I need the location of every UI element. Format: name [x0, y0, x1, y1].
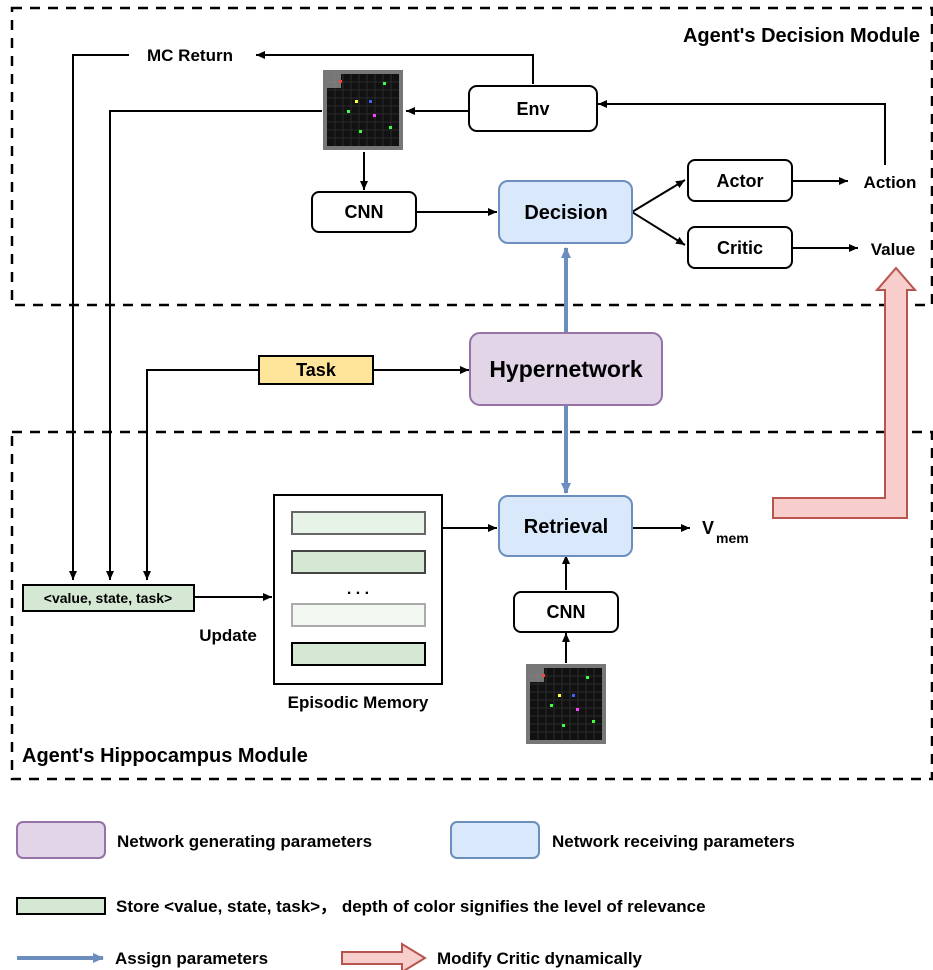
legend: Network generating parameters Network re…: [16, 821, 795, 970]
hippocampus-module-border: [10, 430, 933, 781]
cnn-top-node: CNN: [311, 191, 417, 233]
actor-label: Actor: [716, 171, 763, 191]
update-label: Update: [199, 626, 257, 645]
legend-generating-swatch: [16, 821, 106, 859]
memory-ellipsis: . . .: [347, 581, 369, 598]
value-label: Value: [871, 240, 915, 259]
env-node: Env: [468, 85, 598, 132]
modify-critic-arrow: [772, 266, 918, 519]
critic-label: Critic: [717, 238, 763, 258]
hypernetwork-node: Hypernetwork: [469, 332, 663, 406]
task-label: Task: [296, 360, 337, 380]
legend-modify-arrow: [341, 942, 427, 970]
action-label: Action: [864, 173, 917, 192]
edge-mcreturn-to-tuple: [69, 54, 129, 580]
legend-store-text: Store <value, state, task>， depth of col…: [116, 897, 706, 916]
memory-slot-1: [291, 511, 426, 535]
mc-return-label: MC Return: [147, 46, 233, 65]
legend-generating-text: Network generating parameters: [117, 832, 372, 851]
tuple-node: <value, state, task>: [22, 584, 195, 612]
legend-modify-text: Modify Critic dynamically: [437, 949, 643, 968]
edge-grid-to-tuple: [106, 110, 322, 580]
gridworld-observation-image: [322, 69, 404, 151]
tuple-label: <value, state, task>: [44, 590, 172, 606]
edge-task-to-tuple: [143, 369, 259, 580]
edge-decision-to-critic: [631, 211, 686, 246]
legend-receiving-swatch: [450, 821, 540, 859]
hypernetwork-label: Hypernetwork: [489, 356, 643, 382]
env-label: Env: [516, 99, 549, 119]
task-node: Task: [258, 355, 374, 385]
memory-slot-4: [291, 642, 426, 666]
memory-slot-3: [291, 603, 426, 627]
decision-label: Decision: [524, 202, 607, 224]
retrieval-label: Retrieval: [524, 516, 609, 538]
legend-store-swatch: [16, 897, 106, 915]
episodic-memory-label: Episodic Memory: [288, 693, 429, 712]
actor-node: Actor: [687, 159, 793, 202]
edge-env-to-mcreturn: [256, 51, 534, 84]
episodic-memory-node: . . .: [273, 494, 443, 685]
retrieval-node: Retrieval: [498, 495, 633, 557]
critic-node: Critic: [687, 226, 793, 269]
decision-module-title: Agent's Decision Module: [683, 25, 920, 47]
cnn-top-label: CNN: [345, 202, 384, 222]
hippocampus-module-title: Agent's Hippocampus Module: [22, 745, 308, 767]
decision-module-border: [10, 6, 933, 307]
cnn-bottom-label: CNN: [547, 602, 586, 622]
decision-node: Decision: [498, 180, 633, 244]
gridworld-query-image: [525, 663, 607, 745]
memory-slot-2: [291, 550, 426, 574]
edge-decision-to-actor: [631, 179, 686, 213]
cnn-bottom-node: CNN: [513, 591, 619, 633]
legend-assign-text: Assign parameters: [115, 949, 268, 968]
edge-action-to-env: [598, 100, 886, 165]
legend-receiving-text: Network receiving parameters: [552, 832, 795, 851]
